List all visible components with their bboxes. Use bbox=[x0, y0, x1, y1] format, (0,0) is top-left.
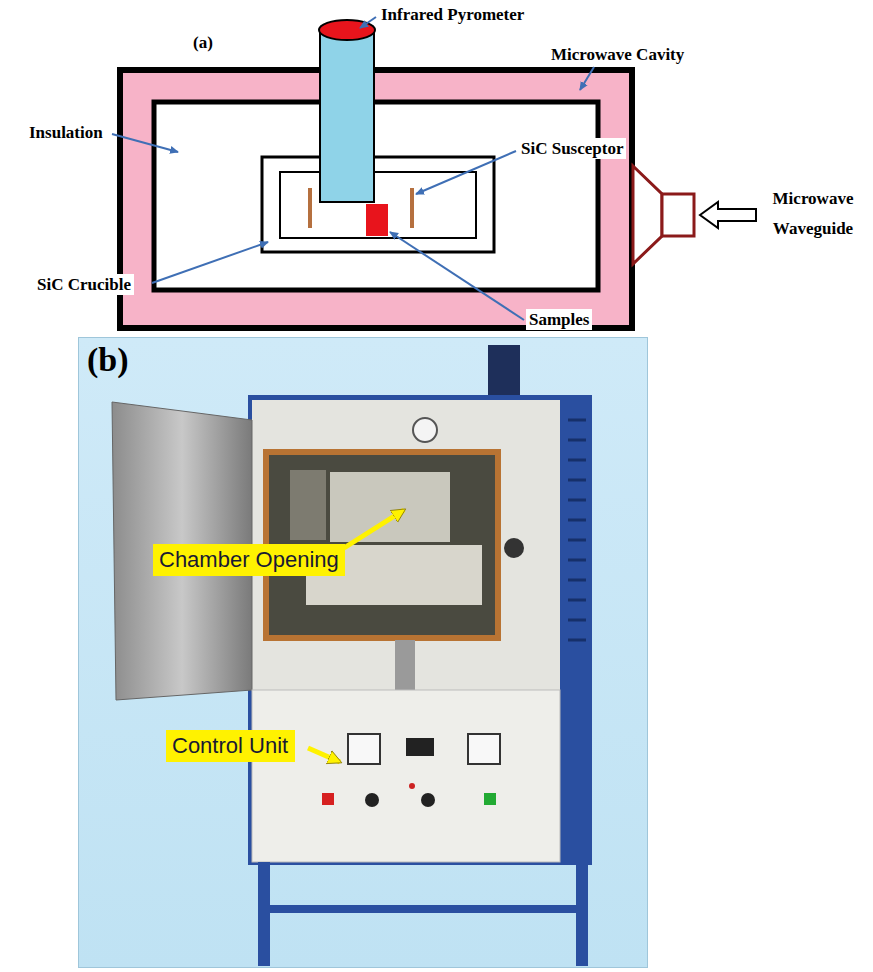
pyrometer-tube bbox=[319, 20, 375, 202]
callout-text: Chamber Opening bbox=[159, 546, 339, 574]
leader-lines bbox=[112, 17, 594, 320]
part-name: SiC Susceptor bbox=[518, 138, 626, 159]
microwave-cavity bbox=[120, 70, 632, 328]
panel-label: (a) bbox=[190, 32, 216, 53]
callout-box: Chamber Opening bbox=[153, 544, 345, 576]
callout-text: Control Unit bbox=[172, 732, 288, 760]
waveguide-horn bbox=[633, 166, 694, 264]
part-name: Infrared Pyrometer bbox=[378, 4, 527, 25]
part-name: Microwave Cavity bbox=[548, 44, 687, 65]
microwave-arrow bbox=[700, 202, 756, 228]
callout-box: Control Unit bbox=[166, 730, 295, 762]
panel-label: (b) bbox=[79, 338, 647, 380]
part-name: SiC Crucible bbox=[34, 274, 134, 295]
sample-block bbox=[366, 204, 388, 236]
part-name: Samples bbox=[526, 309, 592, 330]
sic-crucible bbox=[262, 157, 494, 252]
panel-ground bbox=[78, 337, 648, 968]
furnace-photo bbox=[112, 345, 592, 966]
part-name: Microwave Waveguide bbox=[758, 184, 868, 244]
part-name: Insulation bbox=[26, 122, 106, 143]
figure-panel: (b) Chamber OpeningControl Unit bbox=[78, 337, 648, 968]
